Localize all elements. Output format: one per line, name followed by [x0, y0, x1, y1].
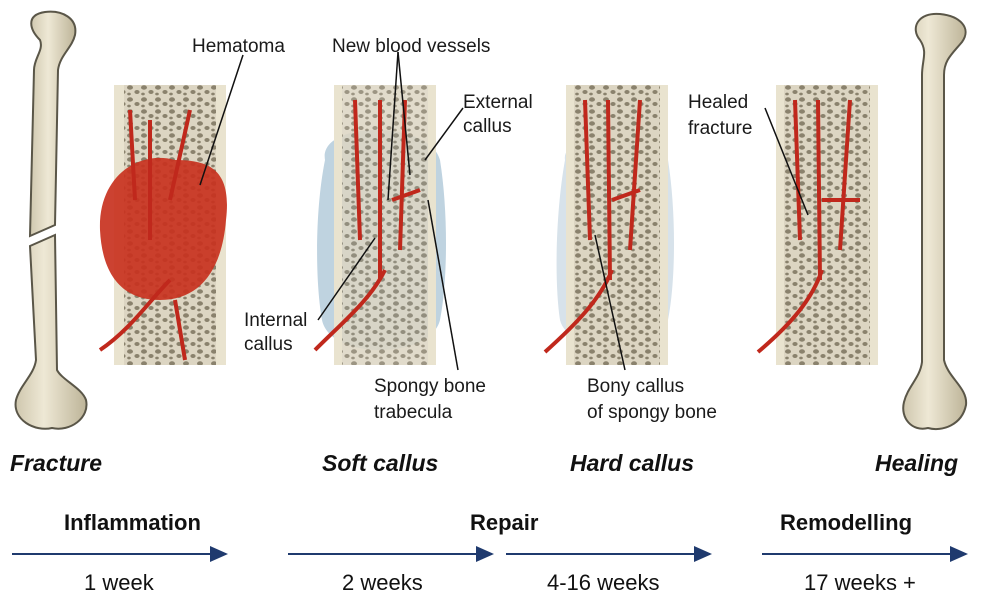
duration-1-week: 1 week [84, 570, 154, 596]
healed-fracture-label-line2: fracture [688, 118, 752, 140]
hematoma-panel [100, 85, 227, 365]
stage-healing: Healing [875, 450, 958, 477]
healed-fracture-label-line1: Healed [688, 92, 748, 114]
healed-panel [758, 85, 878, 365]
internal-callus-label-line1: Internal [244, 310, 307, 332]
duration-17-weeks-plus: 17 weeks + [804, 570, 916, 596]
duration-2-weeks: 2 weeks [342, 570, 423, 596]
phase-inflammation: Inflammation [64, 510, 201, 536]
spongy-bone-trabecula-label-line1: Spongy bone [374, 376, 486, 398]
duration-4-16-weeks: 4-16 weeks [547, 570, 660, 596]
stage-fracture: Fracture [10, 450, 102, 477]
new-blood-vessels-label: New blood vessels [332, 36, 490, 58]
external-callus-label-line2: callus [463, 116, 512, 138]
external-callus-label-line1: External [463, 92, 533, 114]
bony-callus-label-line2: of spongy bone [587, 402, 717, 424]
hard-callus-panel [545, 85, 674, 365]
hematoma-label: Hematoma [192, 36, 285, 58]
spongy-bone-trabecula-label-line2: trabecula [374, 402, 452, 424]
phase-repair: Repair [470, 510, 538, 536]
stage-soft-callus: Soft callus [322, 450, 438, 477]
internal-callus-label-line2: callus [244, 334, 293, 356]
healed-femur-illustration [903, 14, 966, 429]
stage-hard-callus: Hard callus [570, 450, 694, 477]
phase-remodelling: Remodelling [780, 510, 912, 536]
soft-callus-panel [315, 85, 446, 365]
fractured-femur-illustration [16, 12, 87, 429]
bony-callus-label-line1: Bony callus [587, 376, 684, 398]
